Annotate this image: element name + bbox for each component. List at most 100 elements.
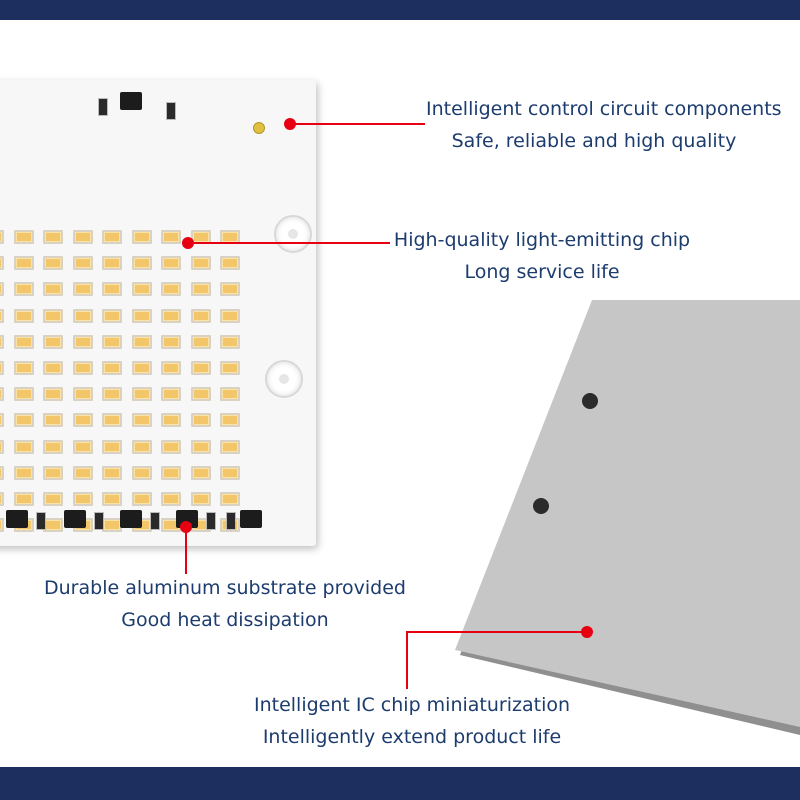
led-chip: [102, 360, 122, 375]
ic-caption-line-2: Intelligently extend product life: [262, 726, 562, 748]
led-chip: [190, 491, 211, 506]
led-chip: [161, 308, 181, 323]
led-chip: [72, 387, 93, 402]
led-chip: [102, 413, 122, 428]
control-leader-line: [290, 123, 425, 125]
led-chip: [220, 334, 240, 349]
led-chip: [190, 360, 211, 375]
ic-caption: Intelligent IC chip miniaturization Inte…: [250, 689, 574, 753]
led-chip: [102, 282, 122, 297]
led-chip: [161, 491, 181, 506]
led-chip: [102, 230, 122, 244]
led-chip: [220, 465, 240, 480]
led-circuit-board: [0, 80, 316, 546]
led-chip: [0, 491, 4, 506]
led-chip: [161, 230, 181, 244]
led-chip: [43, 439, 63, 454]
led-chip: [220, 256, 240, 271]
led-chip: [72, 308, 93, 323]
control-component: [98, 98, 108, 116]
substrate-caption: Durable aluminum substrate provided Good…: [44, 572, 406, 636]
led-chip: [102, 491, 122, 506]
led-chip: [0, 308, 4, 323]
led-chip: [220, 282, 240, 297]
driver-ic: [6, 510, 28, 528]
led-chip: [72, 413, 93, 428]
led-chip: [190, 308, 211, 323]
substrate-caption-line-1: Durable aluminum substrate provided: [44, 577, 406, 599]
led-chip: [43, 413, 63, 428]
led-chip: [13, 256, 34, 271]
led-chip: [43, 308, 63, 323]
led-chip: [220, 413, 240, 428]
plate-hole: [582, 393, 598, 409]
led-chip: [131, 308, 152, 323]
ic-marker-dot: [581, 626, 593, 638]
led-chip: [13, 387, 34, 402]
led-chip: [102, 334, 122, 349]
plate-surface: [455, 300, 800, 727]
led-chip: [13, 282, 34, 297]
led-chip: [161, 465, 181, 480]
led-chip: [43, 230, 63, 244]
ic-leader-line-vertical: [406, 631, 408, 689]
chip-caption: High-quality light-emitting chip Long se…: [390, 224, 694, 288]
led-chip: [43, 465, 63, 480]
led-chip: [131, 360, 152, 375]
led-chip: [190, 465, 211, 480]
driver-ic: [120, 510, 142, 528]
led-chip: [190, 256, 211, 271]
led-chip: [131, 334, 152, 349]
led-chip: [13, 334, 34, 349]
led-chip: [190, 334, 211, 349]
led-chip: [72, 491, 93, 506]
led-chip: [220, 308, 240, 323]
chip-caption-line-1: High-quality light-emitting chip: [393, 229, 691, 251]
ic-caption-line-1: Intelligent IC chip miniaturization: [253, 694, 571, 716]
led-chip: [72, 256, 93, 271]
led-chip: [161, 413, 181, 428]
led-chip: [102, 439, 122, 454]
led-chip: [102, 465, 122, 480]
substrate-caption-line-2: Good heat dissipation: [121, 609, 329, 631]
led-chip: [161, 439, 181, 454]
driver-component: [36, 512, 46, 530]
led-chip: [131, 413, 152, 428]
led-chip: [72, 282, 93, 297]
led-chip: [0, 282, 4, 297]
led-chip: [102, 308, 122, 323]
mounting-hole: [265, 360, 303, 398]
led-chip: [0, 439, 4, 454]
led-chip: [0, 256, 4, 271]
led-chip: [131, 465, 152, 480]
led-chip: [220, 439, 240, 454]
led-chip: [131, 230, 152, 244]
control-caption-line-1: Intelligent control circuit components: [426, 98, 782, 120]
led-chip: [161, 334, 181, 349]
led-chip: [13, 439, 34, 454]
led-chip-array: [0, 230, 250, 544]
led-chip: [13, 308, 34, 323]
led-chip: [0, 360, 4, 375]
led-chip: [13, 413, 34, 428]
led-chip: [13, 465, 34, 480]
led-chip: [72, 230, 93, 244]
top-band: [0, 0, 800, 20]
led-chip: [13, 491, 34, 506]
led-chip: [131, 439, 152, 454]
led-chip: [72, 439, 93, 454]
led-chip: [190, 439, 211, 454]
mounting-hole: [274, 215, 312, 253]
led-chip: [190, 413, 211, 428]
driver-component: [150, 512, 160, 530]
led-chip: [102, 387, 122, 402]
chip-caption-line-2: Long service life: [464, 261, 620, 283]
led-chip: [0, 518, 4, 533]
led-chip: [43, 334, 63, 349]
led-chip: [190, 282, 211, 297]
led-chip: [43, 282, 63, 297]
led-chip: [43, 491, 63, 506]
driver-component: [206, 512, 216, 530]
driver-ic: [240, 510, 262, 528]
